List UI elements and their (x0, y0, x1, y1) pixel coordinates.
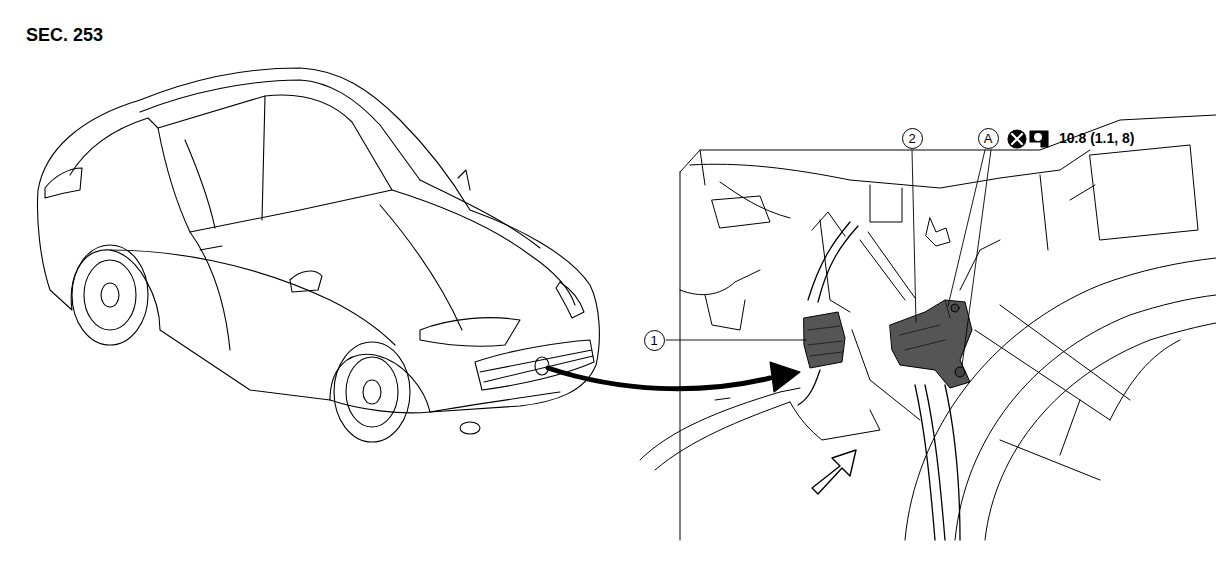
leader-lines (666, 150, 991, 366)
callout-text: 2 (908, 132, 915, 145)
callout-number: 1 (644, 330, 665, 351)
location-arrow (548, 362, 800, 392)
detail-illustration (640, 115, 1216, 540)
callout-text: A (984, 132, 993, 145)
torque-value: 10.8 (1.1, 8) (1059, 130, 1135, 146)
section-title: SEC. 253 (26, 25, 103, 46)
callout-number: A (978, 128, 999, 149)
callout-number: 2 (902, 128, 923, 149)
callout-text: 1 (650, 334, 657, 347)
car-illustration (38, 68, 600, 442)
do-not-reuse-symbol (1008, 130, 1026, 148)
torque-wrench-symbol (1030, 131, 1048, 147)
